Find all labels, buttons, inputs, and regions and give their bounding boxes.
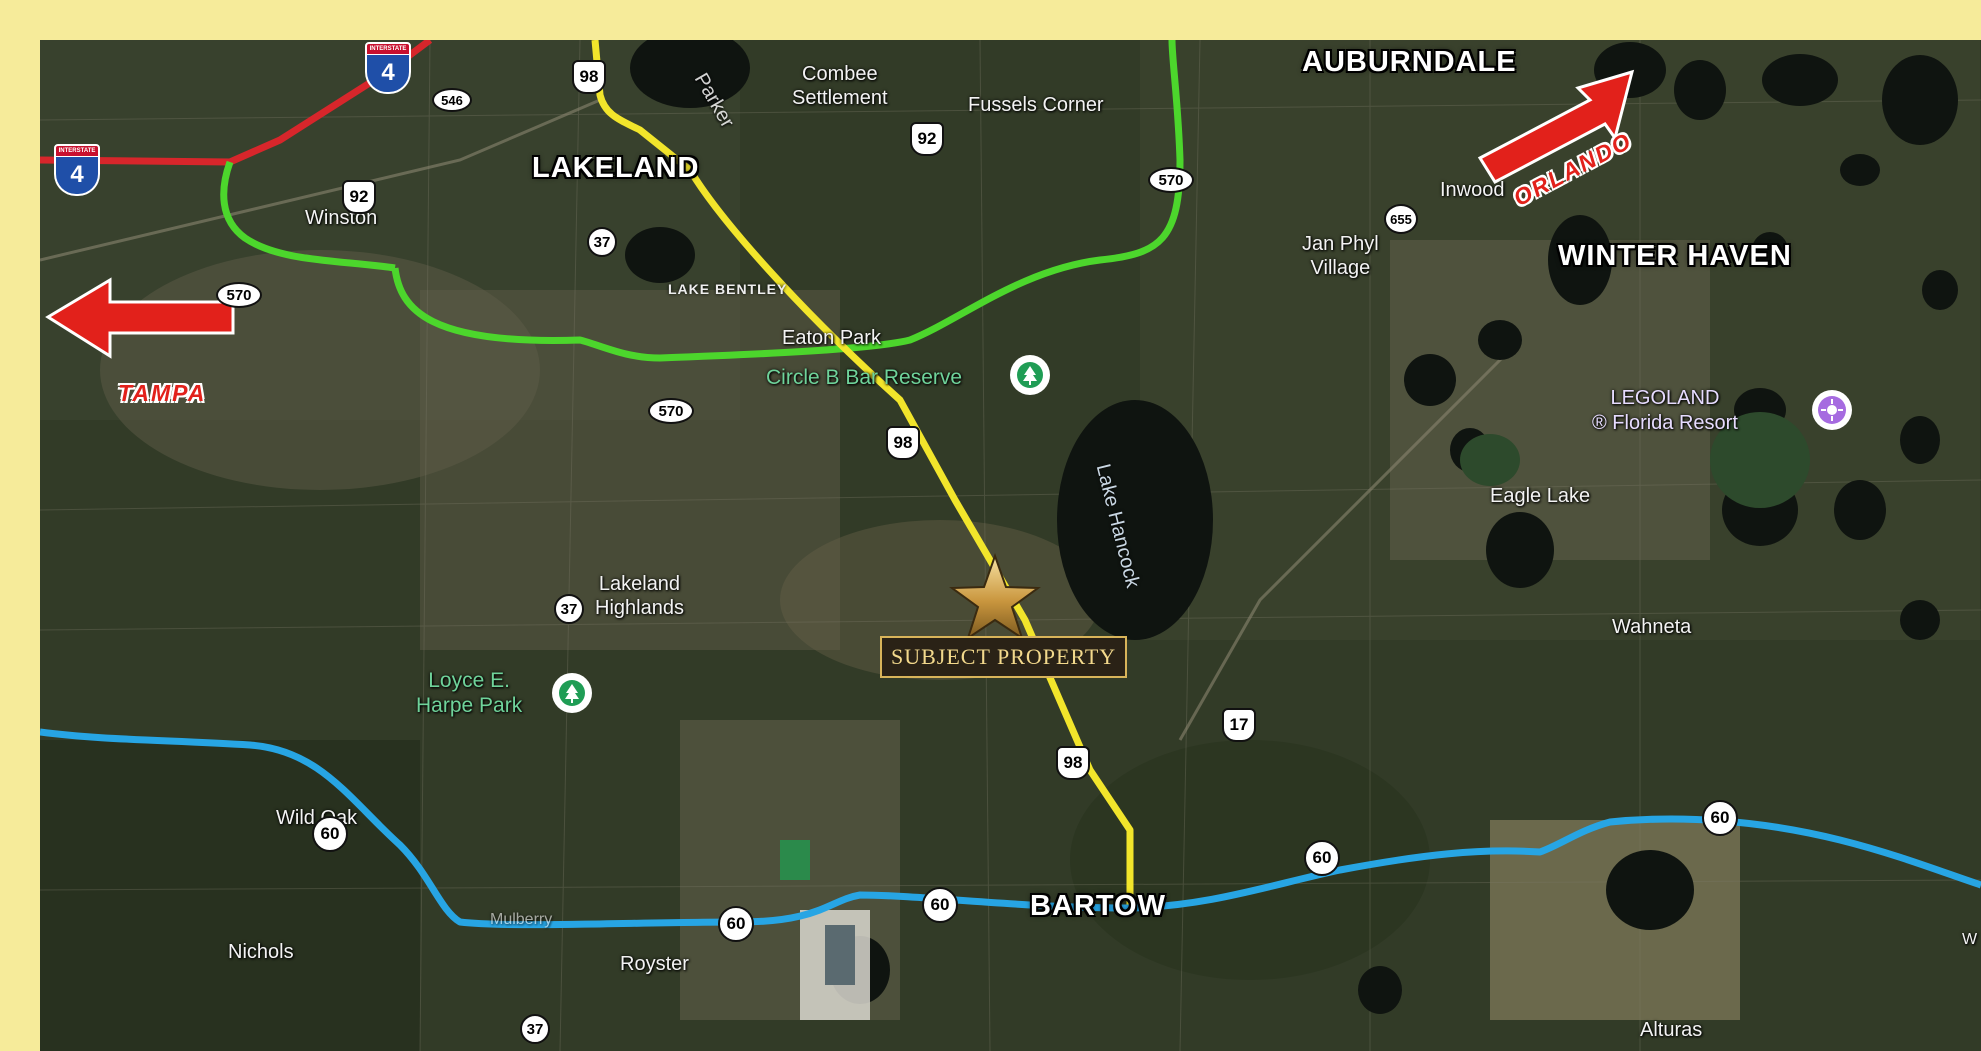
city-label-lakeland: LAKELAND [532, 152, 700, 184]
town-label-alturas: Alturas [1640, 1019, 1703, 1041]
town-label-wahneta: Wahneta [1612, 616, 1692, 638]
interstate-4-shield-top: INTERSTATE 4 [365, 42, 411, 94]
sr-60-shield-c: 60 [922, 887, 958, 923]
tree-icon[interactable] [552, 673, 592, 713]
town-label-lake-bentley: LAKE BENTLEY [668, 281, 788, 297]
terrain-layer [40, 40, 1981, 1051]
tree-icon[interactable] [1010, 355, 1050, 395]
park-label-legoland: LEGOLAND ® Florida Resort [1592, 387, 1738, 434]
us-92-shield-b: 92 [342, 180, 376, 214]
map-canvas[interactable]: LAKELAND AUBURNDALE WINTER HAVEN BARTOW … [40, 40, 1981, 1051]
star-icon [949, 553, 1041, 641]
town-label-mulberry: Mulberry [490, 911, 553, 928]
sr-37-shield-a: 37 [587, 227, 617, 257]
us-98-shield-mid: 98 [886, 426, 920, 460]
direction-label-tampa: TAMPA [118, 380, 207, 406]
town-label-lakeland-highlands: Lakeland Highlands [595, 573, 684, 619]
city-label-winter-haven: WINTER HAVEN [1558, 240, 1792, 272]
town-label-royster: Royster [620, 953, 689, 975]
interstate-4-shield-left: INTERSTATE 4 [54, 144, 100, 196]
city-label-auburndale: AUBURNDALE [1302, 46, 1517, 78]
town-label-combee: Combee Settlement [792, 63, 888, 109]
town-label-eaton-park: Eaton Park [782, 327, 881, 349]
town-label-nichols: Nichols [228, 941, 294, 963]
town-label-jan-phyl-village: Jan Phyl Village [1302, 233, 1379, 279]
sr-60-shield-e: 60 [1702, 800, 1738, 836]
town-label-fussels-corner: Fussels Corner [968, 94, 1104, 116]
us-92-shield-a: 92 [910, 122, 944, 156]
sr-570-shield-left: 570 [216, 282, 262, 308]
sr-37-shield-c: 37 [520, 1014, 550, 1044]
sr-570-shield-mid: 570 [648, 398, 694, 424]
sr-60-shield-a: 60 [312, 816, 348, 852]
park-label-circle-b: Circle B Bar Reserve [766, 366, 963, 389]
arrow-icon [1477, 69, 1635, 184]
sr-60-shield-d: 60 [1304, 840, 1340, 876]
sr-570-shield-right: 570 [1148, 167, 1194, 193]
town-label-eagle-lake: Eagle Lake [1490, 485, 1591, 507]
attraction-icon[interactable] [1812, 390, 1852, 430]
subject-property-label[interactable]: SUBJECT PROPERTY [880, 636, 1128, 678]
sr-655-shield: 655 [1384, 204, 1418, 234]
city-label-bartow: BARTOW [1030, 890, 1166, 922]
us-98-shield-bottom: 98 [1056, 746, 1090, 780]
park-label-loyce-harpe: Loyce E. Harpe Park [416, 669, 523, 717]
us-98-shield-top: 98 [572, 60, 606, 94]
us-17-shield: 17 [1222, 708, 1256, 742]
town-label-inwood: Inwood [1440, 179, 1505, 201]
sr-546-shield: 546 [432, 88, 472, 112]
sr-37-shield-b: 37 [554, 594, 584, 624]
arrow-icon [45, 277, 235, 359]
town-label-west-edge: W [1962, 931, 1978, 948]
sr-60-shield-b: 60 [718, 906, 754, 942]
